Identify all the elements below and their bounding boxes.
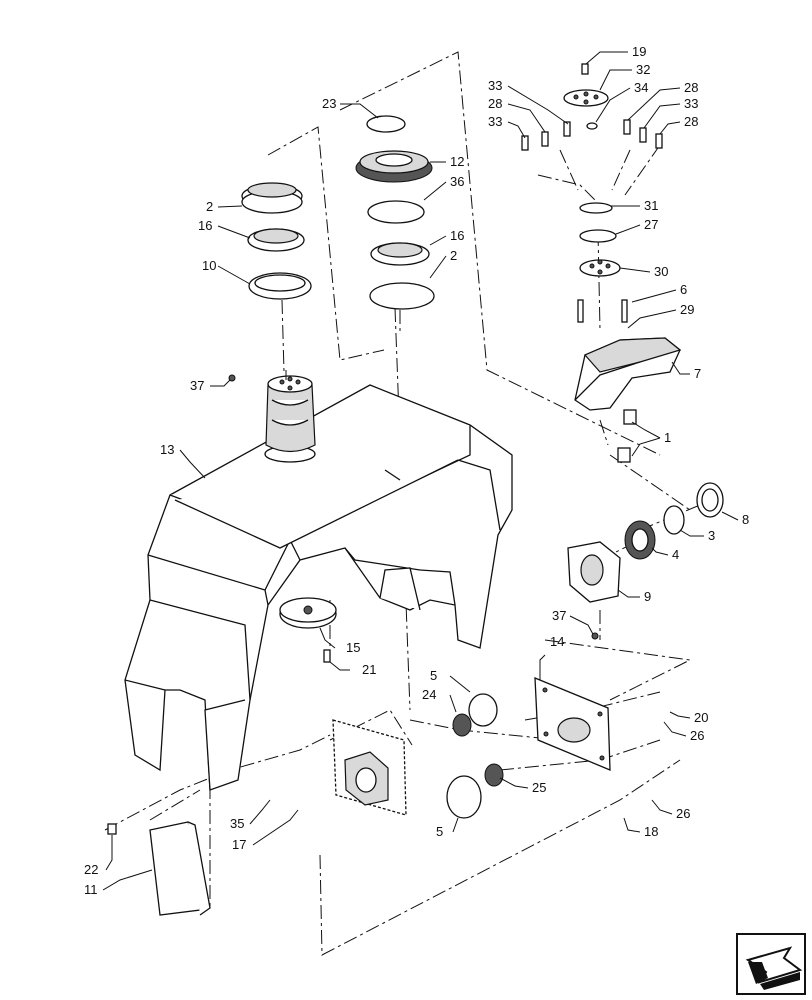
top-hardware [521,63,663,323]
callout-labels: 19 32 33 28 34 28 33 33 28 23 12 36 2 16… [84,44,749,897]
callout-25: 25 [532,780,546,795]
pivot-boss [265,375,316,453]
callout-2: 2 [206,199,213,214]
callout-5: 5 [430,668,437,683]
callout-18: 18 [644,824,658,839]
callout-29: 29 [680,302,694,317]
next-page-button[interactable] [736,933,806,995]
marker-37-upper [228,374,236,382]
callout-24: 24 [422,687,436,702]
callout-17: 17 [232,837,246,852]
callout-19: 19 [632,44,646,59]
callout-1: 1 [664,430,671,445]
left-ring-stack [241,182,312,300]
callout-35: 35 [230,816,244,831]
callout-5: 5 [436,824,443,839]
center-ring-stack [355,115,435,310]
main-frame [124,384,513,791]
callout-16: 16 [198,218,212,233]
callout-2: 2 [450,248,457,263]
callout-33: 33 [684,96,698,111]
marker-37-lower [591,632,599,640]
callout-21: 21 [362,662,376,677]
right-seal-stack [567,482,724,603]
callout-22: 22 [84,862,98,877]
center-housing [332,693,504,819]
callout-37: 37 [190,378,204,393]
callout-16: 16 [450,228,464,243]
callout-32: 32 [636,62,650,77]
callout-37: 37 [552,608,566,623]
callout-6: 6 [680,282,687,297]
callout-7: 7 [694,366,701,381]
callout-26: 26 [676,806,690,821]
callout-28: 28 [488,96,502,111]
callout-13: 13 [160,442,174,457]
leader-lines [102,51,739,891]
callout-20: 20 [694,710,708,725]
callout-28: 28 [684,114,698,129]
callout-34: 34 [634,80,648,95]
callout-27: 27 [644,217,658,232]
callout-33: 33 [488,114,502,129]
callout-23: 23 [322,96,336,111]
callout-15: 15 [346,640,360,655]
cover-plate [107,821,211,916]
callout-9: 9 [644,589,651,604]
callout-33: 33 [488,78,502,93]
callout-30: 30 [654,264,668,279]
next-page-arrow-icon [745,946,803,990]
callout-11: 11 [84,882,98,897]
mounting-plate [534,677,611,771]
bracket-assembly [574,337,682,463]
callout-14: 14 [550,634,564,649]
callout-4: 4 [672,547,679,562]
callout-28: 28 [684,80,698,95]
washer-15 [279,597,337,663]
callout-26: 26 [690,728,704,743]
callout-3: 3 [708,528,715,543]
callout-31: 31 [644,198,658,213]
callout-10: 10 [202,258,216,273]
callout-8: 8 [742,512,749,527]
callout-12: 12 [450,154,464,169]
callout-36: 36 [450,174,464,189]
